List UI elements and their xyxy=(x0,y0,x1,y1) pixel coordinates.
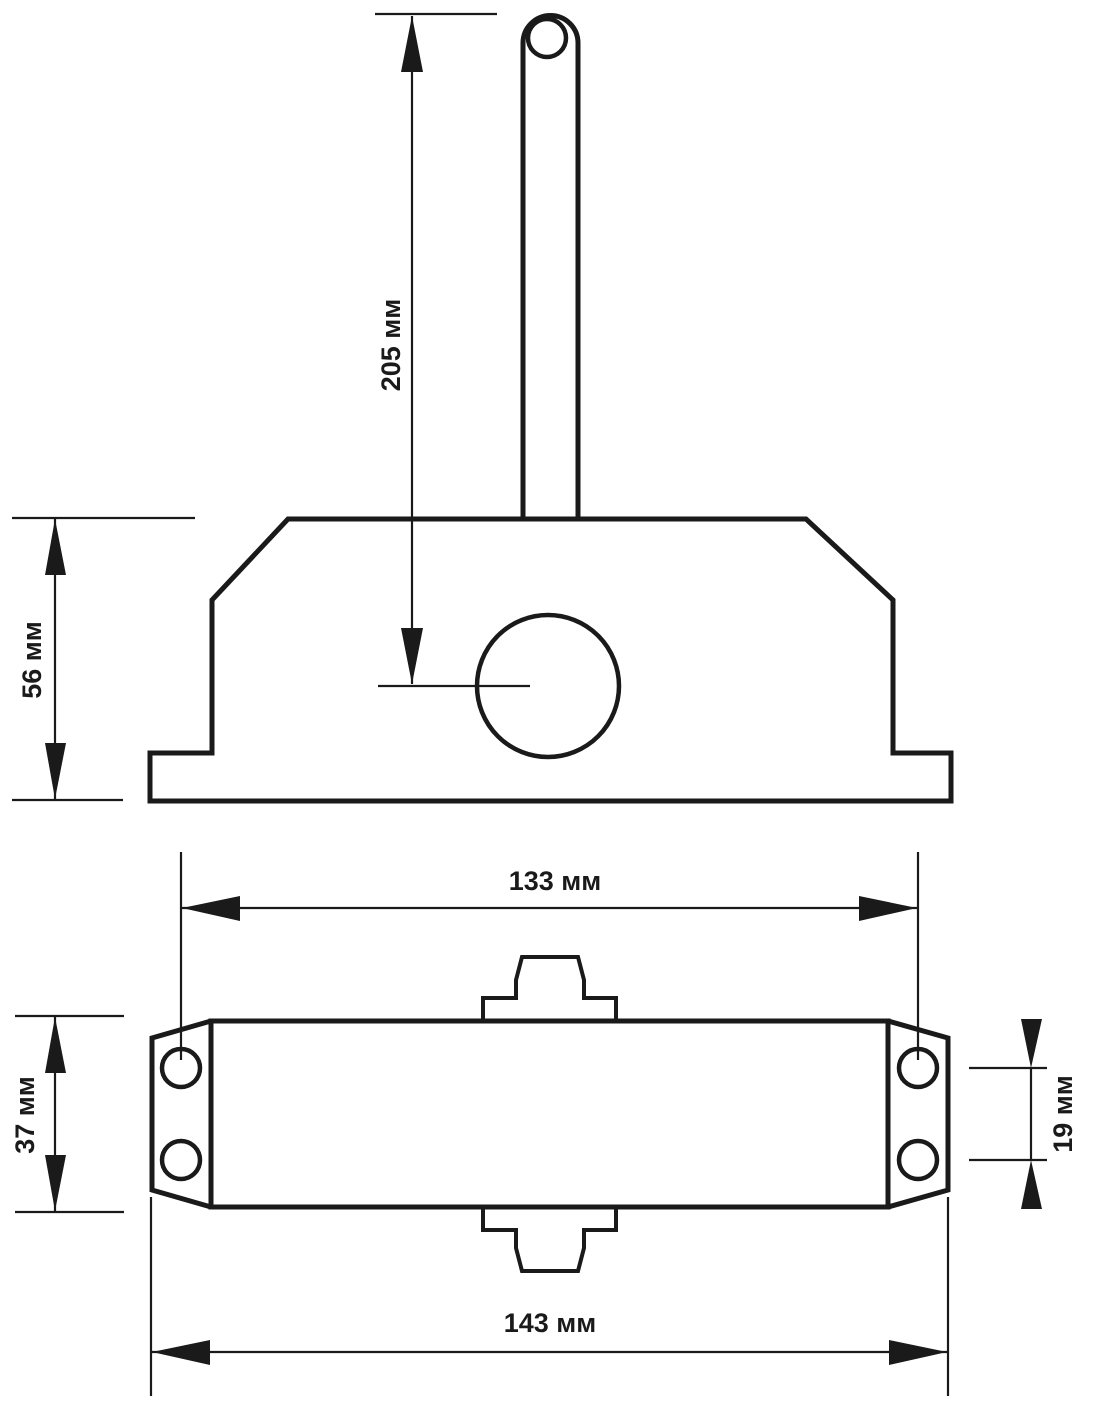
dimension-133mm: 133 мм xyxy=(179,852,920,1060)
mounting-hole-left-bottom xyxy=(159,1138,203,1182)
dimension-37mm-label: 37 мм xyxy=(10,1076,40,1153)
dimension-37mm: 37 мм xyxy=(10,1014,124,1214)
lever-arm-outline xyxy=(520,13,581,519)
bottom-spindle-boss xyxy=(481,1207,618,1273)
dimension-56mm-arrow-bottom xyxy=(45,743,66,799)
dimension-143mm-arrow-left xyxy=(152,1340,210,1365)
body-side-outline xyxy=(147,516,954,804)
top-spindle-boss xyxy=(481,955,618,1021)
dimension-56mm-arrow-top xyxy=(45,519,66,575)
dimension-37mm-arrow-bottom xyxy=(45,1155,66,1211)
dimension-205mm-label: 205 мм xyxy=(376,299,406,392)
dimension-19mm-label: 19 мм xyxy=(1048,1075,1078,1152)
dimension-205mm-arrow-top xyxy=(401,16,423,72)
dimension-19mm-arrow-bottom xyxy=(1021,1160,1042,1209)
lever-arm-eye-hole xyxy=(525,16,569,60)
dimension-205mm-arrow-bottom xyxy=(401,628,423,684)
dimension-205mm: 205 мм xyxy=(375,12,497,684)
dimension-133mm-arrow-right xyxy=(859,896,917,921)
dimension-143mm: 143 мм xyxy=(149,1197,950,1396)
dimension-56mm-label: 56 мм xyxy=(17,621,47,698)
dimension-133mm-arrow-left xyxy=(182,896,240,921)
dimension-143mm-arrow-right xyxy=(889,1340,947,1365)
dimension-19mm-arrow-top xyxy=(1021,1019,1042,1068)
body-plan-rect xyxy=(208,1018,891,1210)
side-elevation-view: 205 мм 56 мм xyxy=(12,12,954,804)
dimension-143mm-label: 143 мм xyxy=(504,1308,597,1338)
mounting-hole-right-bottom xyxy=(896,1138,940,1182)
dimension-19mm: 19 мм xyxy=(969,1019,1078,1209)
plan-view: 133 мм 37 мм 19 мм 143 мм xyxy=(10,852,1078,1396)
dimension-133mm-label: 133 мм xyxy=(509,866,602,896)
dimension-56mm: 56 мм xyxy=(12,516,195,802)
dimension-37mm-arrow-top xyxy=(45,1017,66,1073)
